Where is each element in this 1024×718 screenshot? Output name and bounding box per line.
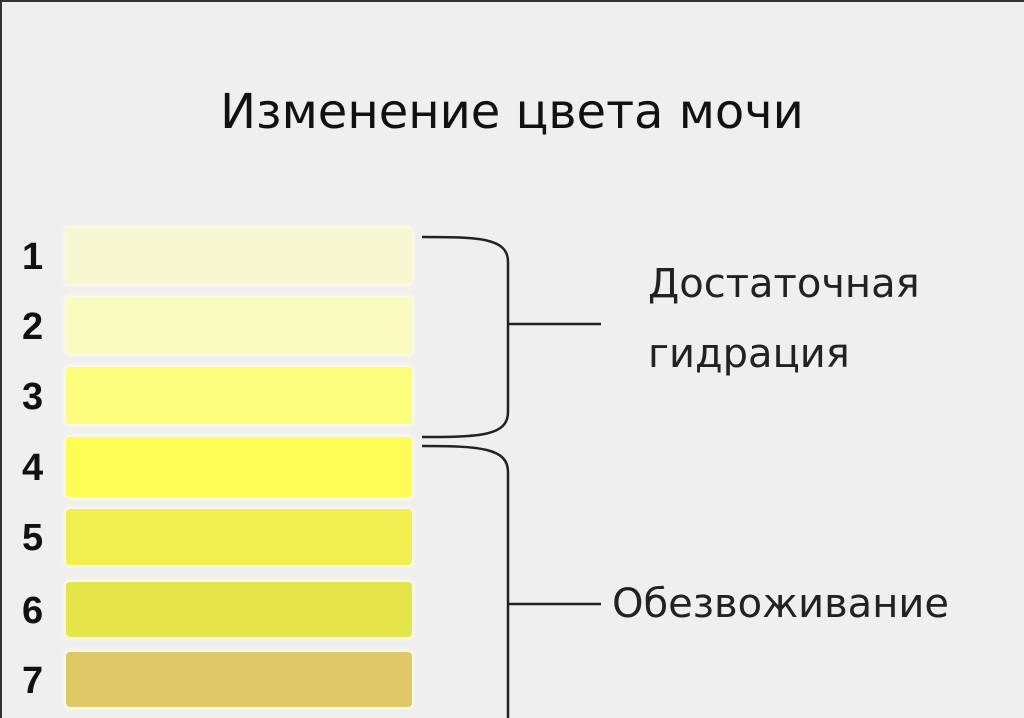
- scale-number: 6: [22, 589, 44, 632]
- color-swatch-4: [66, 437, 412, 497]
- scale-number: 7: [22, 659, 44, 702]
- scale-number: 2: [22, 305, 44, 348]
- scale-number: 3: [22, 375, 44, 418]
- dehydration-bracket: [421, 444, 510, 718]
- color-swatch-3: [66, 367, 412, 424]
- color-swatch-2: [66, 297, 412, 354]
- hydration-bracket: [421, 235, 510, 439]
- color-swatch-5: [66, 509, 412, 565]
- color-swatch-6: [66, 582, 412, 637]
- diagram-title: Изменение цвета мочи: [220, 84, 804, 140]
- color-swatch-7: [66, 652, 412, 707]
- hydration-label-line2: гидрация: [648, 331, 850, 377]
- scale-number: 1: [22, 236, 44, 278]
- color-swatch-1: [66, 228, 412, 284]
- dehydration-label: Обезвоживание: [612, 581, 949, 627]
- hydration-label-line1: Достаточная: [648, 261, 920, 307]
- scale-number: 4: [22, 447, 44, 489]
- scale-number: 5: [22, 517, 44, 559]
